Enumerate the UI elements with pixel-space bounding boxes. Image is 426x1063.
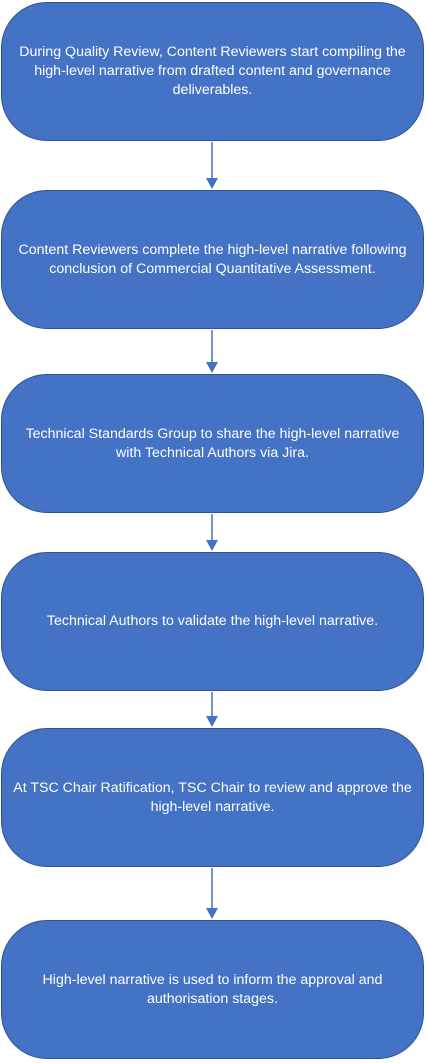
- flow-arrow-3: [205, 514, 219, 552]
- flow-step-1: During Quality Review, Content Reviewers…: [1, 2, 424, 141]
- flow-step-5-text: At TSC Chair Ratification, TSC Chair to …: [13, 779, 412, 815]
- flow-arrow-1: [205, 142, 219, 190]
- flow-arrow-2: [205, 330, 219, 374]
- flow-step-2: Content Reviewers complete the high-leve…: [1, 190, 424, 329]
- arrow-down-icon: [206, 868, 218, 919]
- flow-step-1-text: During Quality Review, Content Reviewers…: [19, 44, 406, 98]
- arrow-down-icon: [206, 142, 218, 189]
- flow-step-6: High-level narrative is used to inform t…: [1, 920, 424, 1059]
- arrow-down-icon: [206, 514, 218, 551]
- flow-step-4: Technical Authors to validate the high-l…: [1, 552, 424, 691]
- flow-step-3: Technical Standards Group to share the h…: [1, 374, 424, 513]
- flow-step-5: At TSC Chair Ratification, TSC Chair to …: [1, 728, 424, 867]
- arrow-down-icon: [206, 330, 218, 373]
- flow-step-3-text: Technical Standards Group to share the h…: [25, 425, 400, 461]
- flow-step-6-text: High-level narrative is used to inform t…: [42, 971, 383, 1007]
- flow-step-2-text: Content Reviewers complete the high-leve…: [18, 241, 407, 277]
- flow-arrow-4: [205, 692, 219, 728]
- arrow-down-icon: [206, 692, 218, 727]
- flow-arrow-5: [205, 868, 219, 920]
- flow-step-4-text: Technical Authors to validate the high-l…: [46, 613, 379, 629]
